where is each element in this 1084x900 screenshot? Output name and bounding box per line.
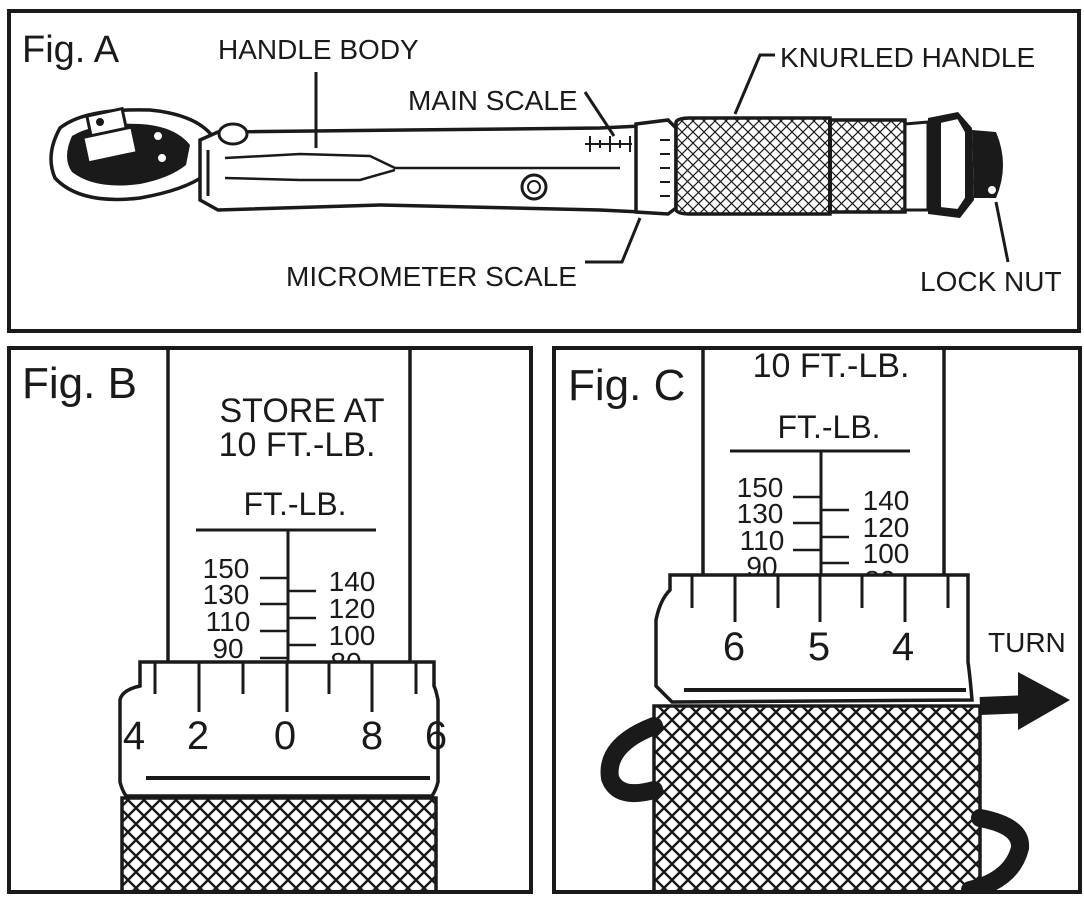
leader-knurled-handle	[733, 53, 775, 115]
fig-b-store-line2: 10 FT.-LB.	[219, 426, 376, 464]
fig-b-unit: FT.-LB.	[243, 486, 346, 522]
fig-b-left-value: 130	[203, 579, 250, 610]
fig-c-right-value: 100	[863, 538, 910, 569]
fig-c-left-value: 110	[740, 525, 785, 556]
ratchet-head	[49, 106, 217, 202]
fig-b-micrometer-number: 2	[187, 714, 209, 758]
fig-b-left-value: 150	[203, 553, 250, 584]
fig-b-panel: STORE AT 10 FT.-LB. FT.-LB. 150 130	[7, 346, 533, 894]
micrometer-collar	[634, 118, 678, 216]
fig-b-right-value: 80	[330, 647, 361, 678]
leader-micrometer-scale	[585, 217, 642, 264]
knurled-handle	[674, 116, 930, 216]
fig-b-micrometer-number: 6	[425, 714, 447, 758]
label-handle-body: HANDLE BODY	[218, 34, 419, 65]
fig-c-micrometer-number: 5	[808, 625, 830, 669]
fig-c-panel: 10 FT.-LB. FT.-LB. 150 130 110 90	[552, 346, 1082, 894]
fig-c-right-value: 80	[864, 565, 895, 596]
fig-c-left-value: 130	[737, 498, 784, 529]
fig-c-turn-label: TURN	[988, 627, 1066, 658]
fig-c-right-value: 140	[863, 485, 910, 516]
fig-b-left-value: 90	[212, 633, 243, 664]
fig-c-knurled-grip	[652, 704, 982, 891]
fig-b-right-value: 100	[329, 620, 376, 651]
fig-b-main-scale-ticks	[260, 576, 316, 660]
fig-c-store-line2: 10 FT.-LB.	[753, 347, 910, 385]
leader-main-scale	[583, 91, 616, 137]
fig-c-micrometer-number: 6	[723, 625, 745, 669]
fig-a-title: Fig. A	[22, 29, 120, 71]
fig-c-left-value: 90	[746, 551, 777, 582]
fig-c-main-scale-ticks	[793, 495, 849, 575]
fig-b-micrometer-number: 8	[361, 714, 383, 758]
label-lock-nut: LOCK NUT	[920, 266, 1062, 297]
label-main-scale: MAIN SCALE	[408, 85, 578, 116]
fig-a-leaders	[314, 53, 1010, 264]
fig-b-micrometer-number: 0	[274, 714, 296, 758]
label-knurled-handle: KNURLED HANDLE	[780, 42, 1035, 73]
fig-b-right-value: 120	[329, 593, 376, 624]
fig-c-micrometer-number: 4	[892, 625, 914, 669]
fig-c-title: Fig. C	[568, 361, 685, 410]
fig-b-micrometer-number: 4	[123, 714, 145, 758]
lock-nut	[928, 112, 1003, 218]
fig-b-left-value: 110	[206, 606, 251, 637]
fig-b-right-value: 140	[329, 566, 376, 597]
fig-c-unit: FT.-LB.	[777, 409, 880, 445]
handle-body	[198, 122, 642, 214]
label-micrometer-scale: MICROMETER SCALE	[286, 261, 577, 292]
fig-b-store-line1: STORE AT	[219, 392, 384, 430]
fig-c-left-value: 150	[737, 472, 784, 503]
fig-c-right-value: 120	[863, 512, 910, 543]
turn-arrow-icon	[600, 672, 1070, 891]
fig-a-panel: Fig. A	[7, 9, 1081, 333]
fig-c-micrometer-collar: 6 5 4	[654, 573, 974, 704]
fig-b-knurled-grip	[120, 796, 438, 891]
main-scale-graduations	[585, 136, 632, 152]
leader-lock-nut	[994, 201, 1010, 263]
fig-b-micrometer-collar: 4 2 0 8 6	[118, 660, 447, 798]
fig-b-title: Fig. B	[22, 359, 137, 408]
